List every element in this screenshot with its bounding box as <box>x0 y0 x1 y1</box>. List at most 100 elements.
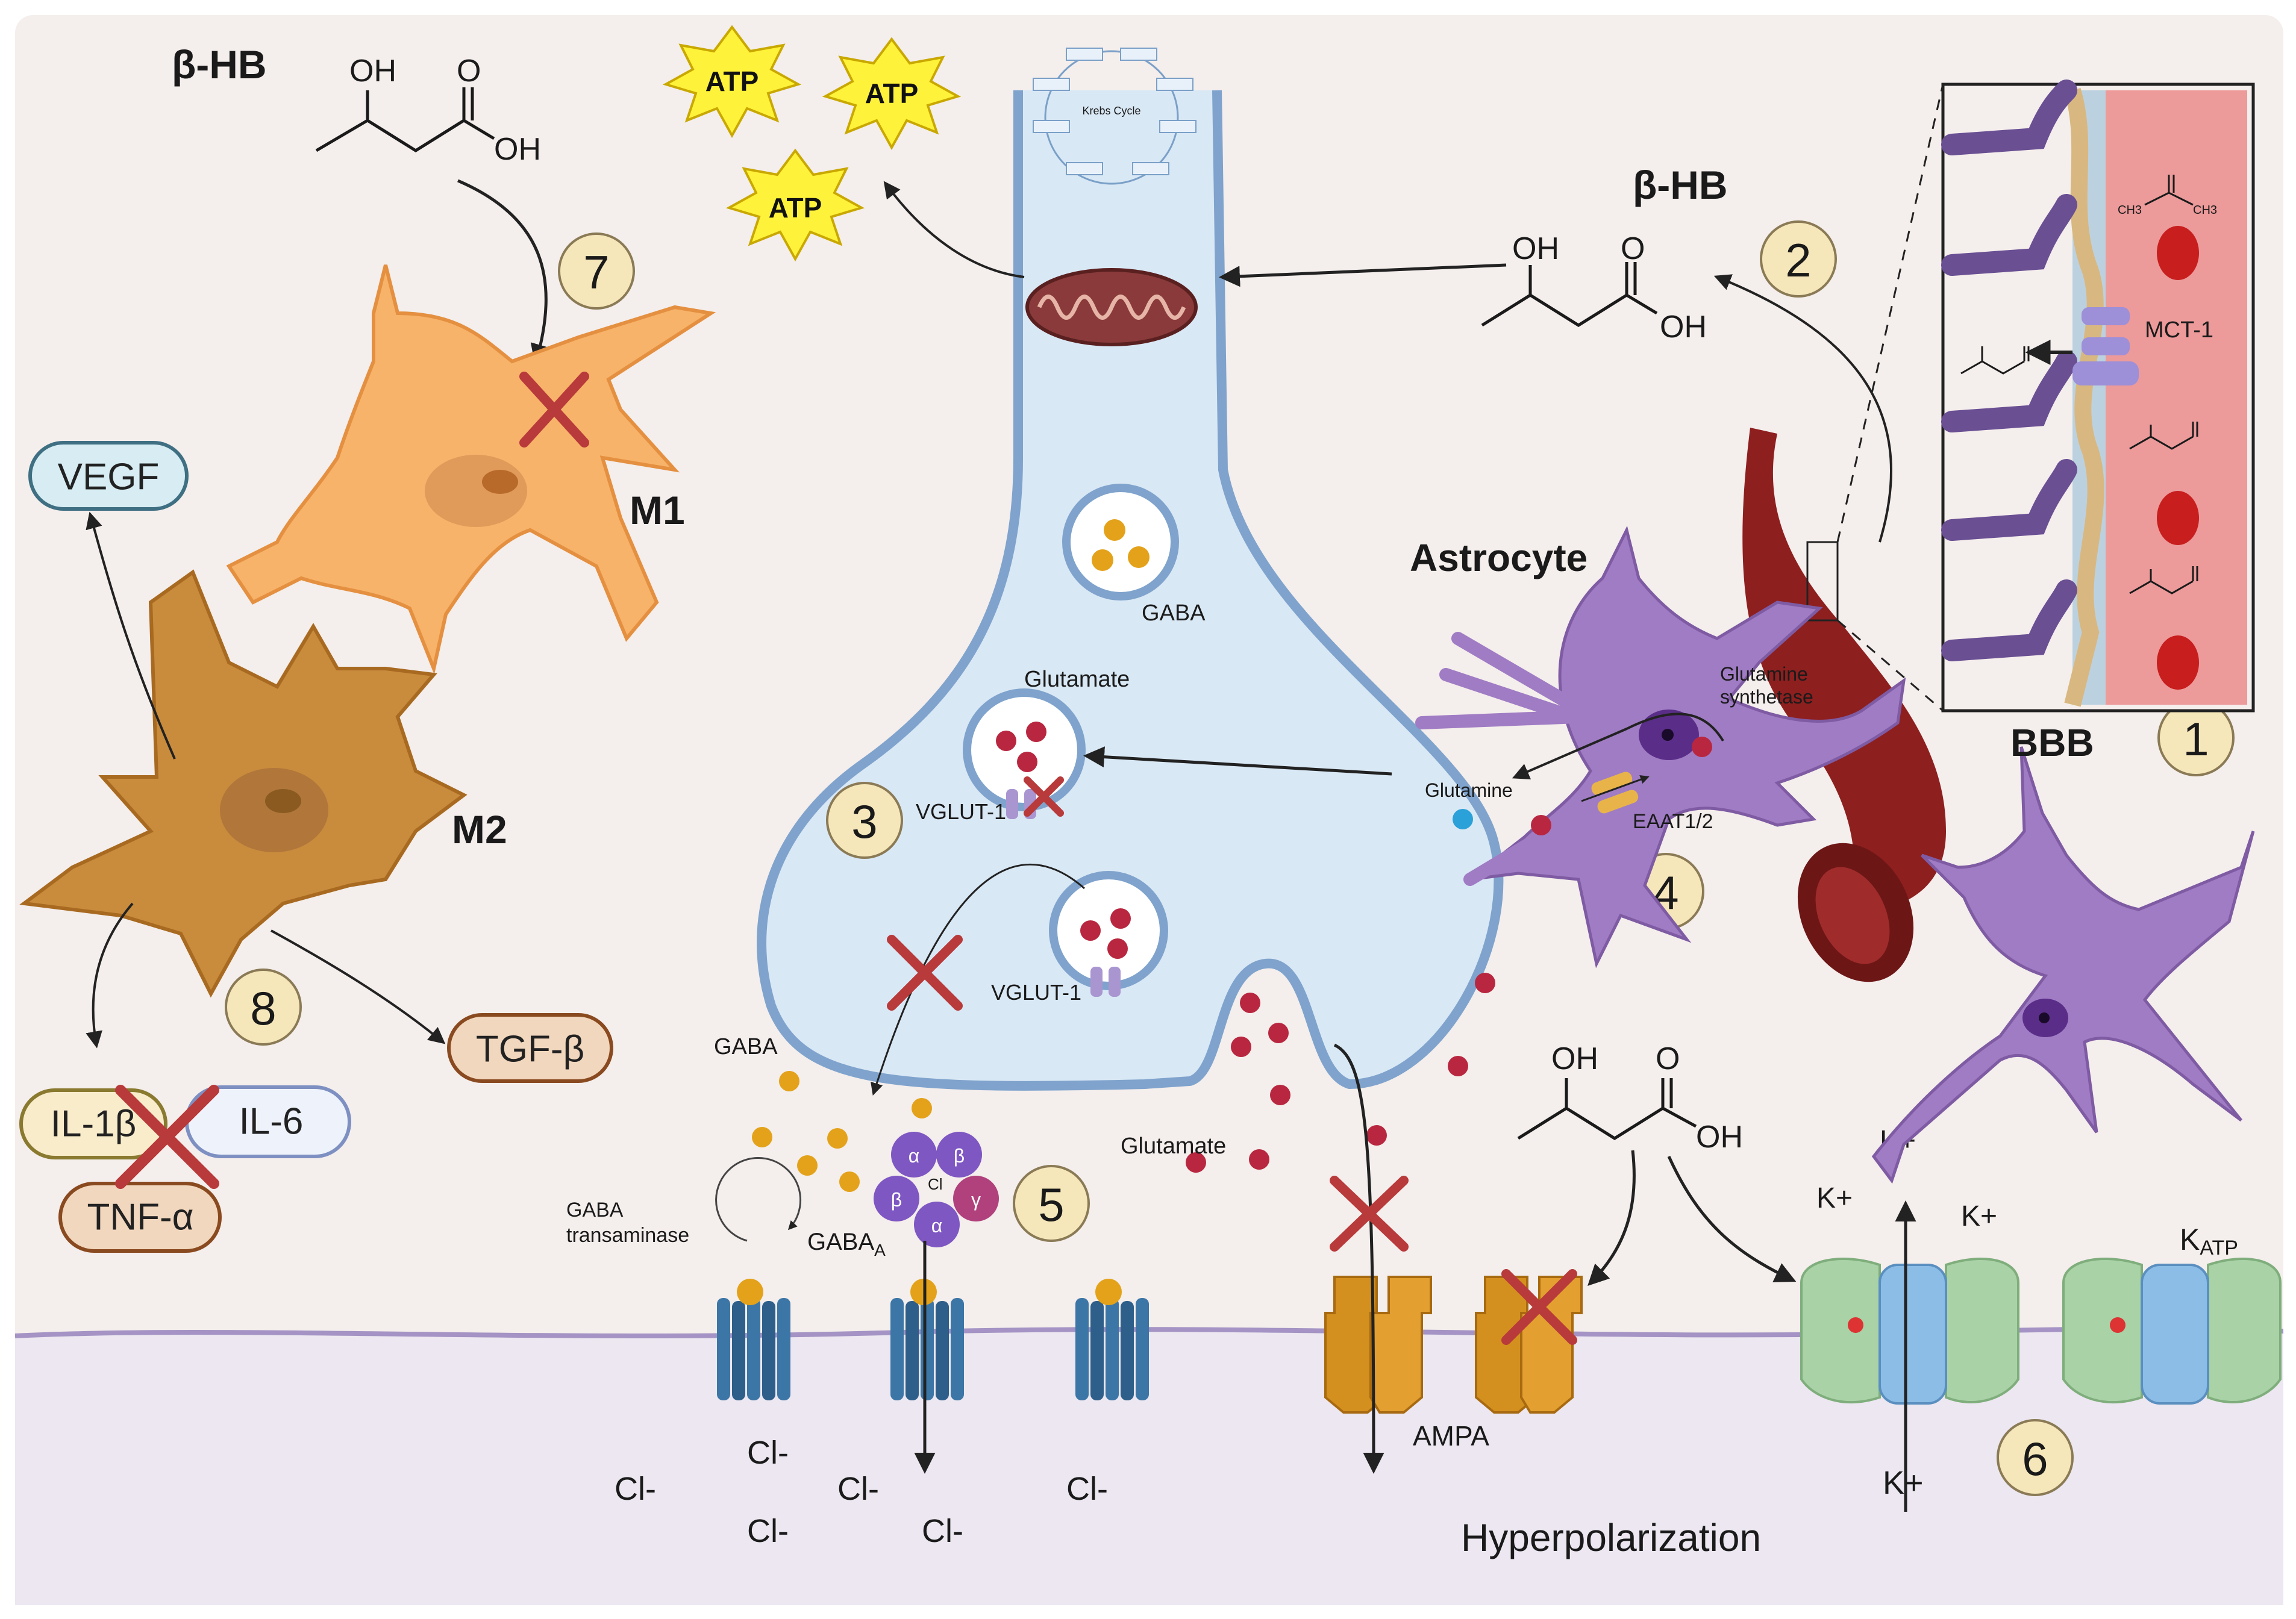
o-label: O <box>457 54 481 89</box>
k-ion-label: K+ <box>1883 1465 1924 1501</box>
astrocyte <box>1415 525 1906 969</box>
arrow-m2-to-il1b <box>86 902 134 1049</box>
k-ion-label: K+ <box>1961 1200 1997 1232</box>
oh-label: OH <box>494 132 541 167</box>
m2-label: M2 <box>452 807 507 852</box>
cl-ion-label: Cl- <box>922 1513 963 1549</box>
gaba-a-label: GABAA <box>807 1229 886 1259</box>
acetone-structure <box>2144 175 2194 206</box>
receptor-subunit-label: γ <box>971 1189 981 1211</box>
gaba-a-receptor-subunits: α β β γ α <box>874 1132 999 1247</box>
glutamate-vesicle-label: Glutamate <box>1024 667 1130 692</box>
gaba-receptor-3 <box>1075 1279 1149 1400</box>
oh-label: OH <box>1696 1120 1743 1155</box>
gaba-receptor-1 <box>717 1279 790 1400</box>
step-badge-7: 7 <box>558 232 635 310</box>
beta-hb-label-left: β-HB <box>172 42 267 87</box>
receptor-subunit-label: α <box>931 1215 943 1237</box>
blood-vessel <box>1742 428 1946 982</box>
receptor-subunit-label: β <box>891 1189 902 1211</box>
gaba-transaminase-label: GABA <box>566 1199 624 1221</box>
step-badge-2: 2 <box>1760 220 1837 298</box>
glutamate-vesicle-2 <box>1049 871 1168 997</box>
m1-microglia <box>226 264 716 675</box>
arrow-m2-to-vegf <box>86 511 176 760</box>
m2-microglia <box>19 569 468 998</box>
step-badge-1: 1 <box>2157 699 2235 776</box>
katp-channel-1 <box>1800 1258 2019 1405</box>
arrow-bhb-to-ampa <box>1587 1150 1636 1286</box>
beta-hb-structure-bottom <box>1517 1078 1697 1140</box>
svg-text:8: 8 <box>250 982 276 1035</box>
release-inhibition-cross <box>887 935 963 1011</box>
svg-text:TGF-β: TGF-β <box>476 1029 584 1070</box>
tnf-a-pill: TNF-α <box>58 1182 222 1253</box>
svg-text:3: 3 <box>851 795 877 848</box>
mct1-label: MCT-1 <box>2145 317 2213 343</box>
atp-label: ATP <box>865 78 919 109</box>
arrow-glutamine-synthetase <box>1512 713 1724 779</box>
oh-label: OH <box>1551 1041 1598 1076</box>
gaba-molecules <box>752 1071 932 1192</box>
gaba-cleft-label: GABA <box>714 1034 778 1059</box>
cl-ion-label: Cl- <box>747 1435 789 1471</box>
arrow-m2-to-tgfb <box>271 929 446 1044</box>
svg-text:1: 1 <box>2183 713 2209 766</box>
arrow-bhb-to-katp <box>1667 1155 1797 1282</box>
glutamate-molecules <box>1186 973 1495 1173</box>
gaba-transaminase-label: transaminase <box>566 1224 689 1247</box>
beta-hb-label-right: β-HB <box>1633 163 1728 207</box>
step-badge-3: 3 <box>826 782 903 859</box>
svg-text:TNF-α: TNF-α <box>87 1197 193 1238</box>
glutamine-label: Glutamine <box>1425 779 1513 801</box>
krebs-cycle-title: Krebs Cycle <box>1082 105 1140 117</box>
ampa-inhibition-cross <box>1330 1176 1409 1252</box>
bbb-inset <box>1941 80 2255 713</box>
atp-burst-1: ATP <box>662 25 802 139</box>
acetone-ch3-label: CH3 <box>2193 204 2217 217</box>
eaat-transporter <box>1591 772 1639 814</box>
k-ion-label: K+ <box>1816 1182 1853 1214</box>
step-badge-5: 5 <box>1013 1165 1090 1242</box>
glutamine-molecule <box>1453 809 1473 829</box>
svg-text:2: 2 <box>1785 234 1811 287</box>
gaba-vesicle-label: GABA <box>1142 600 1206 626</box>
gaba-transaminase-cycle-arrow <box>715 1157 802 1242</box>
ampa-receptor-1 <box>1324 1276 1432 1414</box>
arrow-bhb-to-mito <box>1219 263 1507 287</box>
svg-text:VEGF: VEGF <box>58 457 160 498</box>
arrow-ampa-influx <box>1333 1043 1384 1474</box>
il1b-pill: IL-1β <box>19 1088 167 1159</box>
beta-hb-structure-inset-3 <box>2129 566 2198 594</box>
postsynaptic-membrane-area <box>15 1329 2283 1605</box>
m1-label: M1 <box>630 488 685 532</box>
beta-hb-structure-inset-2 <box>2129 422 2198 450</box>
atp-burst-3: ATP <box>725 148 865 262</box>
atp-label: ATP <box>769 192 822 223</box>
eaat-label: EAAT1/2 <box>1633 810 1713 833</box>
vegf-pill: VEGF <box>28 441 189 511</box>
step-badge-8: 8 <box>225 969 302 1046</box>
cl-ion-label: Cl- <box>1066 1471 1108 1507</box>
beta-hb-structure-inset <box>1960 346 2030 375</box>
vglut1-inhibition-cross <box>1024 776 1064 817</box>
receptor-subunit-label: β <box>954 1145 965 1167</box>
o-label: O <box>1656 1041 1680 1076</box>
atp-burst-2: ATP <box>822 37 962 151</box>
glutamate-molecule <box>1531 815 1551 835</box>
svg-text:5: 5 <box>1038 1178 1064 1231</box>
cytokine-inhibition-cross <box>115 1085 219 1189</box>
glutamate-vesicle-1 <box>963 688 1086 819</box>
beta-hb-structure-left <box>315 87 495 152</box>
zoom-line-bottom <box>1837 619 1944 712</box>
glutamine-synthetase-label: Glutamine <box>1720 663 1808 685</box>
gaba-vesicle <box>1062 484 1179 600</box>
beta-hb-structure-right <box>1481 262 1658 327</box>
arrow-vesicle-release <box>871 863 1085 1096</box>
o-label: O <box>1621 231 1645 266</box>
glutamate-cleft-label: Glutamate <box>1121 1134 1226 1159</box>
svg-text:6: 6 <box>2022 1432 2048 1485</box>
astrocyte-label: Astrocyte <box>1410 536 1587 579</box>
zoom-line-top <box>1836 84 1944 543</box>
